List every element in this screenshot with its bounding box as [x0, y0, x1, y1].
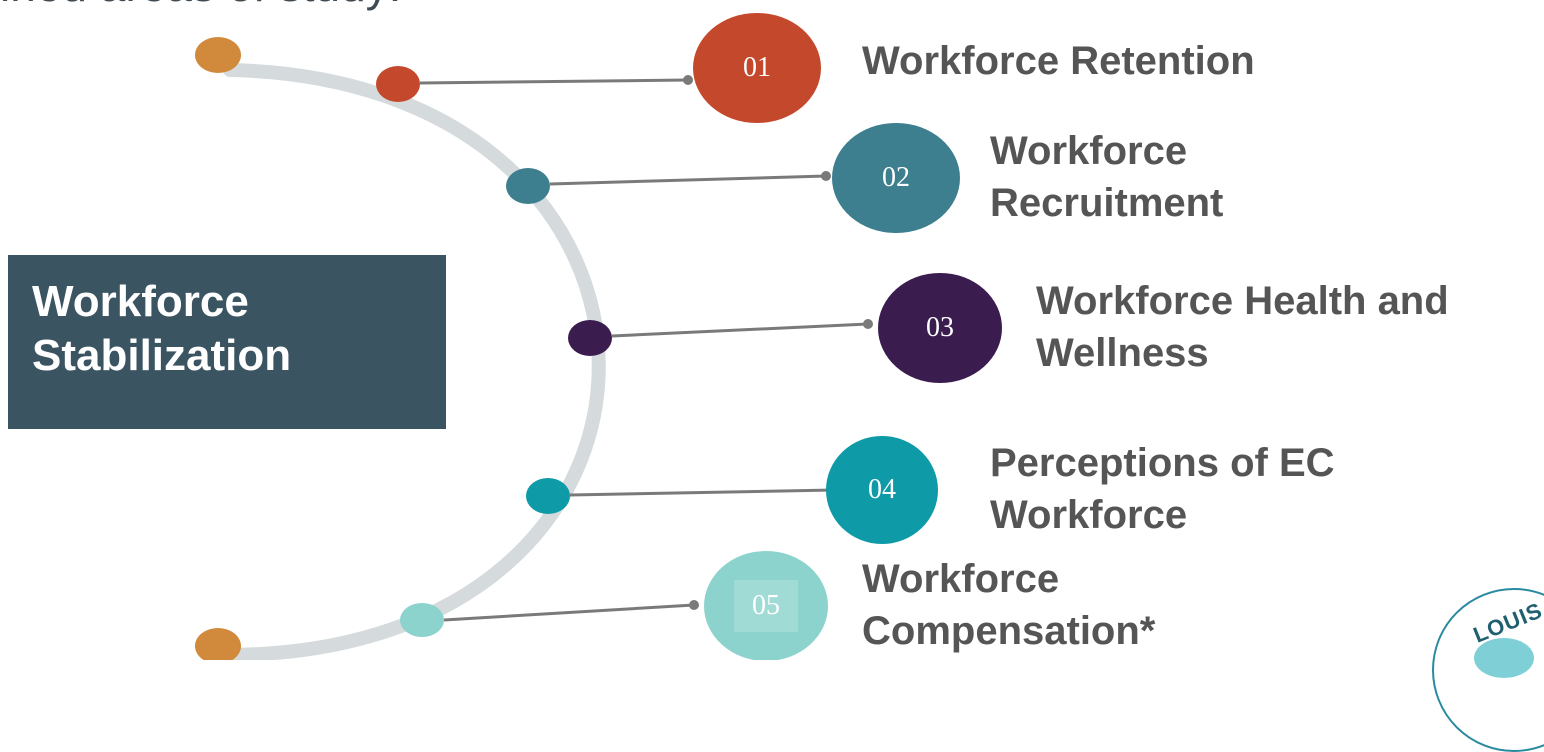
number-label-wrap-5: 05 — [704, 551, 828, 661]
number-circle-4 — [826, 436, 938, 544]
diagram-graphics — [195, 13, 1002, 660]
logo-swoosh — [1474, 638, 1534, 678]
arc-bottom-dot — [195, 628, 241, 660]
item-label-3-line-1: Workforce Health and — [1036, 279, 1449, 323]
number-circle-3 — [878, 273, 1002, 383]
item-label-2-line-2: Recruitment — [990, 181, 1224, 225]
item-label-5-line-2: Compensation* — [862, 609, 1156, 653]
item-label-1: Workforce Retention — [862, 35, 1255, 87]
center-label-line-2: Stabilization — [32, 331, 292, 380]
arc-dot-3 — [568, 320, 612, 356]
number-label-wrap-2: 02 — [832, 123, 960, 233]
item-label-4: Perceptions of EC Workforce — [990, 437, 1335, 541]
arc-dot-5 — [400, 603, 444, 637]
connector-end-dot-3 — [863, 319, 873, 329]
item-label-2-line-1: Workforce — [990, 129, 1188, 173]
number-label-5: 05 — [734, 580, 798, 632]
number-label-wrap-4: 04 — [826, 436, 938, 544]
intro-text: ined areas of study: — [0, 0, 401, 12]
connector-end-dot-1 — [683, 75, 693, 85]
number-label-1: 01 — [743, 52, 771, 83]
connector-line-1 — [419, 78, 689, 85]
arc-top-dot — [195, 37, 241, 73]
number-label-wrap-3: 03 — [878, 273, 1002, 383]
arc-dot-2 — [506, 168, 550, 204]
number-label-3: 03 — [926, 312, 954, 343]
number-circle-1 — [693, 13, 821, 123]
number-label-2: 02 — [882, 162, 910, 193]
number-label-4: 04 — [868, 474, 896, 505]
connector-end-dot-5 — [689, 600, 699, 610]
items-layer — [376, 13, 1002, 660]
center-label-line-1: Workforce — [32, 277, 249, 326]
arc-dot-1 — [376, 66, 420, 102]
item-label-4-line-1: Perceptions of EC — [990, 441, 1335, 485]
connector-end-dot-2 — [821, 171, 831, 181]
item-label-5-line-1: Workforce — [862, 557, 1060, 601]
item-label-3-line-2: Wellness — [1036, 331, 1209, 375]
number-label-wrap-1: 01 — [693, 13, 821, 123]
connector-line-3 — [611, 322, 869, 338]
arc-dot-4 — [526, 478, 570, 514]
number-circle-5 — [704, 551, 828, 660]
item-label-4-line-2: Workforce — [990, 493, 1188, 537]
connector-line-5 — [443, 603, 695, 622]
connector-line-2 — [549, 174, 827, 186]
item-label-1-line-1: Workforce Retention — [862, 39, 1255, 83]
center-label-box: Workforce Stabilization — [8, 255, 446, 429]
number-circle-2 — [832, 123, 960, 233]
connector-line-4 — [569, 488, 835, 497]
